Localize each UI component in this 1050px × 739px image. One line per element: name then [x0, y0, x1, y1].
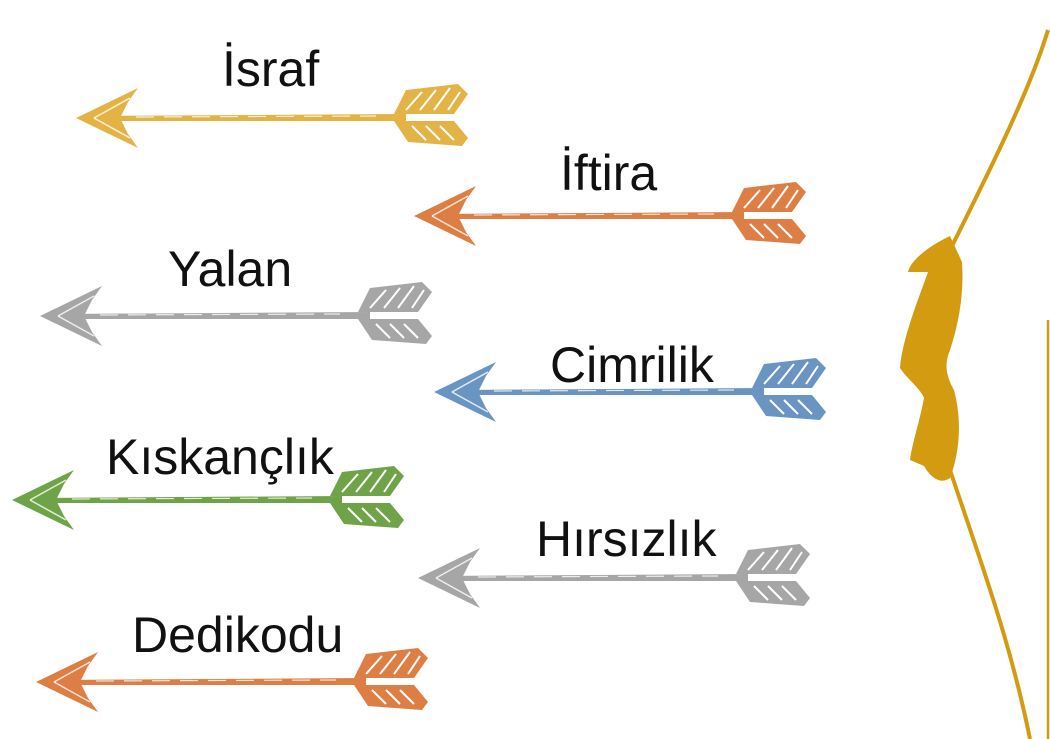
arrow-dedikodu	[36, 647, 429, 713]
arrow-yalan	[40, 281, 433, 347]
arrow-israf	[76, 83, 469, 149]
bow-icon	[900, 29, 1050, 739]
arrow-hirsizlik	[418, 543, 811, 609]
label-israf: İsraf	[222, 41, 320, 97]
label-yalan: Yalan	[168, 241, 293, 297]
arrow-kiskanclik	[12, 465, 405, 531]
label-hirsizlik: Hırsızlık	[536, 511, 717, 567]
label-cimrilik: Cimrilik	[550, 337, 714, 393]
label-dedikodu: Dedikodu	[132, 607, 344, 663]
arrow-iftira	[414, 181, 807, 247]
label-iftira: İftira	[560, 145, 658, 201]
arrow-cimrilik	[434, 357, 827, 423]
label-kiskanclik: Kıskançlık	[106, 429, 334, 485]
